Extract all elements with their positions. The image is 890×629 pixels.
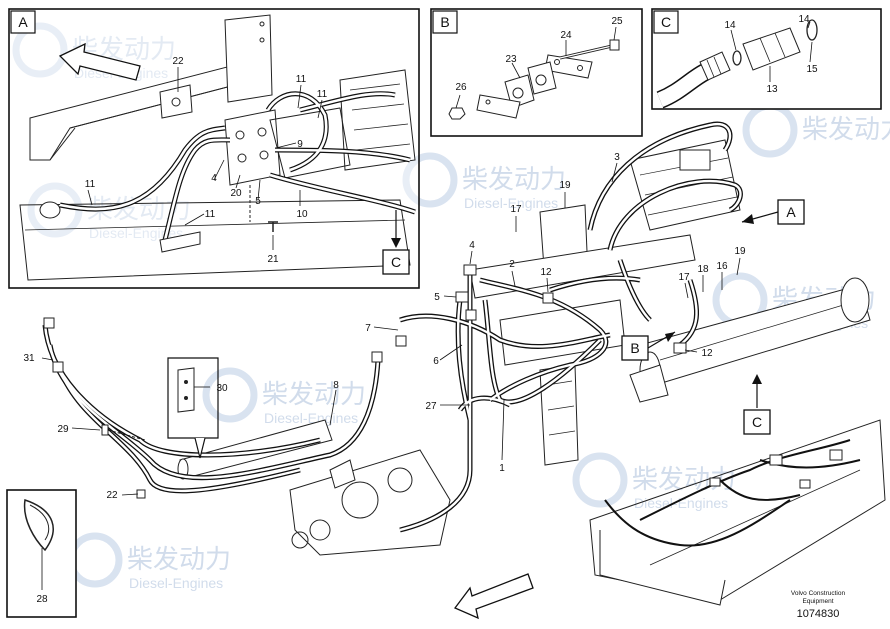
watermark-cn: 柴发动力 [127, 544, 231, 574]
callout-11: 11 [317, 89, 328, 100]
callout-5: 5 [434, 292, 440, 303]
callout-3: 3 [614, 152, 620, 163]
callout-26: 26 [455, 82, 467, 93]
callout-8: 8 [333, 380, 339, 391]
callout-4: 4 [211, 173, 217, 184]
watermark-cn: 柴发动力 [802, 114, 890, 144]
inset-a-label: A [18, 14, 28, 30]
callout-27: 27 [425, 401, 437, 412]
watermark-en: Diesel-Engines [129, 575, 223, 591]
callout-11: 11 [296, 74, 307, 85]
callout-6: 6 [433, 356, 439, 367]
callout-1: 1 [499, 463, 505, 474]
callout-2: 2 [509, 259, 515, 270]
callout-19: 19 [734, 246, 746, 257]
callout-11: 11 [85, 179, 96, 190]
callout-15: 15 [806, 64, 818, 75]
callout-5: 5 [255, 196, 261, 207]
callout-12: 12 [540, 267, 552, 278]
watermark-en: Diesel-Engines [464, 195, 558, 211]
callout-13: 13 [766, 84, 778, 95]
inset-c-label: C [661, 14, 671, 30]
callout-17: 17 [678, 272, 690, 283]
footer-company: Volvo Construction [791, 590, 846, 597]
callout-29: 29 [57, 424, 69, 435]
watermark-cn: 柴发动力 [262, 379, 366, 409]
callout-23: 23 [505, 54, 517, 65]
main-assembly: A B C [6, 121, 886, 620]
watermark-layer: 柴发动力 Diesel-Engines 柴发动力 Diesel-Engines … [12, 22, 890, 591]
pointer-box-b: B [630, 340, 639, 356]
direction-arrow [58, 42, 141, 81]
watermark-en: Diesel-Engines [264, 410, 358, 426]
callout-14: 14 [724, 20, 736, 31]
callout-25: 25 [611, 16, 623, 27]
callout-22: 22 [106, 490, 118, 501]
callout-20: 20 [230, 188, 242, 199]
callout-11: 11 [205, 209, 216, 220]
callout-31: 31 [23, 353, 35, 364]
callout-18: 18 [697, 264, 709, 275]
watermark-en: Diesel-Engines [89, 225, 183, 241]
callout-4: 4 [469, 240, 475, 251]
callout-19: 19 [559, 180, 571, 191]
inset-b-label: B [440, 14, 449, 30]
callout-7: 7 [365, 323, 371, 334]
inset-b: B 25 24 23 26 [430, 8, 643, 137]
watermark-cn: 柴发动力 [462, 164, 566, 194]
callout-17: 17 [510, 204, 522, 215]
callout-14: 14 [798, 14, 810, 25]
callout-21: 21 [267, 254, 279, 265]
callout-28: 28 [36, 594, 48, 605]
callout-10: 10 [296, 209, 308, 220]
pointer-box-c: C [752, 414, 762, 430]
callout-24: 24 [560, 30, 572, 41]
callout-9: 9 [297, 139, 303, 150]
callout-22: 22 [172, 56, 184, 67]
callout-16: 16 [716, 261, 728, 272]
footer-company-sub: Equipment [802, 598, 833, 605]
callout-12: 12 [701, 348, 713, 359]
inset-a: A [8, 8, 420, 289]
drawing-number: 1074830 [797, 608, 840, 620]
inset-c: C 14 14 13 15 [651, 8, 882, 110]
callout-30: 30 [216, 383, 228, 394]
direction-arrow [453, 573, 534, 620]
inset-a-callout-c: C [391, 254, 401, 270]
pointer-box-a: A [786, 204, 796, 220]
watermark-en: Diesel-Engines [634, 495, 728, 511]
